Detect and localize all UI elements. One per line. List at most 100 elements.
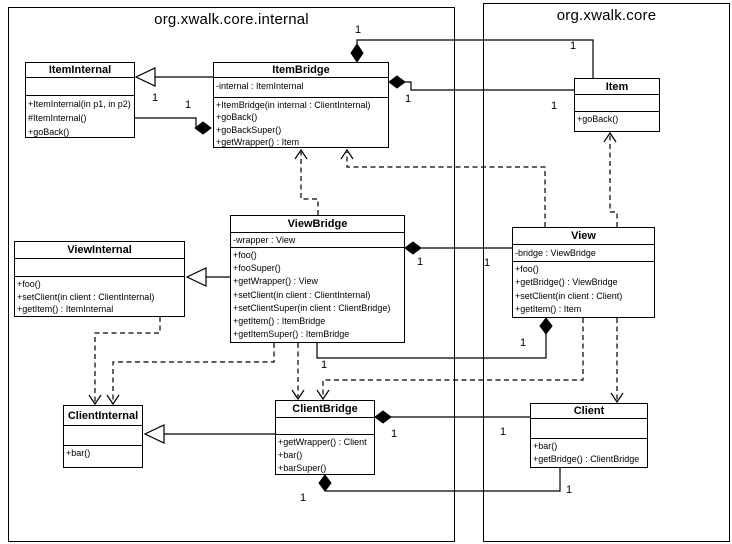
- class-name: ItemBridge: [214, 63, 388, 78]
- method: +foo(): [233, 250, 257, 260]
- methods-compartment: +goBack(): [575, 112, 659, 126]
- class-name: ItemInternal: [26, 63, 134, 78]
- methods-compartment: +bar() +getBridge() : ClientBridge: [531, 439, 647, 467]
- open-arrowhead: [291, 389, 305, 401]
- multiplicity-label: 1: [566, 484, 573, 496]
- attribute: -wrapper : View: [233, 235, 296, 245]
- composition-diamond: [374, 410, 392, 424]
- method: +bar(): [533, 441, 558, 451]
- generalization-itembridge-iteminternal: [134, 67, 213, 87]
- method: +ItemBridge(in internal : ClientInternal…: [216, 100, 371, 110]
- open-arrowhead: [610, 392, 624, 404]
- attributes-compartment: -internal : ItemInternal: [214, 78, 388, 98]
- multiplicity-label: 1: [405, 93, 412, 105]
- multiplicity-label: 1: [570, 40, 577, 52]
- class-box-client: Client +bar() +getBridge() : ClientBridg…: [530, 403, 648, 468]
- dependency-viewinternal-clientinternal: [88, 317, 161, 406]
- class-name: ViewBridge: [231, 216, 404, 233]
- attributes-compartment: -wrapper : View: [231, 233, 404, 248]
- method: +goBackSuper(): [216, 124, 282, 135]
- method: +getWrapper() : Client: [278, 437, 367, 447]
- multiplicity-label: 1: [321, 359, 328, 371]
- method: +bar(): [278, 449, 303, 460]
- method: +getItem() : Item: [515, 304, 582, 315]
- generalization-triangle: [143, 424, 165, 444]
- attributes-compartment: [531, 419, 647, 439]
- attributes-compartment: [575, 95, 659, 112]
- dependency-viewbridge-clientbridge: [291, 343, 305, 401]
- method: +getItem() : ItemBridge: [233, 316, 326, 327]
- method: +getBridge() : ClientBridge: [533, 454, 640, 465]
- package-org-xwalk-core: org.xwalk.core: [483, 3, 730, 542]
- multiplicity-label: 1: [152, 92, 159, 104]
- attribute: -bridge : ViewBridge: [515, 248, 596, 258]
- method: +getBridge() : ViewBridge: [515, 277, 618, 288]
- method: +ItemInternal(in p1, in p2): [28, 99, 131, 109]
- method: +getItem() : ItemInternal: [17, 304, 114, 315]
- association-clientbridge-client-bottom: [318, 468, 561, 492]
- dependency-view-itembridge: [340, 148, 546, 227]
- methods-compartment: +foo() +setClient(in client : ClientInte…: [15, 277, 184, 316]
- composition-diamond: [539, 317, 553, 335]
- association-iteminternal-itembridge: [135, 117, 212, 135]
- method: +barSuper(): [278, 462, 327, 473]
- method: +goBack(): [28, 127, 70, 137]
- class-box-view: View -bridge : ViewBridge +foo() +getBri…: [512, 227, 655, 318]
- methods-compartment: +foo() +getBridge() : ViewBridge +setCli…: [513, 262, 654, 317]
- dependency-viewbridge-itembridge: [294, 148, 319, 215]
- generalization-triangle: [134, 67, 156, 87]
- open-arrowhead: [340, 148, 354, 160]
- class-name: ClientBridge: [276, 401, 374, 418]
- class-box-iteminternal: ItemInternal +ItemInternal(in p1, in p2)…: [25, 62, 135, 138]
- package-org-xwalk-core-internal: org.xwalk.core.internal: [8, 7, 455, 542]
- dependency-view-client: [610, 318, 624, 404]
- composition-diamond: [388, 75, 406, 89]
- open-arrowhead: [316, 389, 330, 401]
- method: #ItemInternal(): [28, 113, 87, 123]
- multiplicity-label: 1: [417, 256, 424, 268]
- multiplicity-label: 1: [484, 257, 491, 269]
- class-box-item: Item +goBack(): [574, 78, 660, 132]
- attributes-compartment: [276, 418, 374, 435]
- method: +foo(): [515, 264, 539, 274]
- attributes-compartment: [15, 259, 184, 277]
- generalization-triangle: [185, 267, 207, 287]
- class-box-clientbridge: ClientBridge +getWrapper() : Client +bar…: [275, 400, 375, 475]
- composition-diamond: [350, 43, 364, 63]
- association-view-viewbridge: [316, 317, 553, 359]
- method: +foo(): [17, 279, 41, 289]
- method: +goBack(): [216, 112, 258, 123]
- class-box-viewbridge: ViewBridge -wrapper : View +foo() +fooSu…: [230, 215, 405, 343]
- multiplicity-label: 1: [551, 100, 558, 112]
- method: +bar(): [66, 448, 91, 458]
- multiplicity-label: 1: [355, 24, 362, 36]
- method: +setClient(in client : ClientInternal): [17, 291, 155, 302]
- open-arrowhead: [294, 148, 308, 160]
- attributes-compartment: [26, 78, 134, 96]
- class-name: Client: [531, 404, 647, 419]
- composition-diamond: [194, 121, 212, 135]
- class-name: ViewInternal: [15, 242, 184, 259]
- association-itembridge-item-side: [388, 75, 574, 91]
- method: +goBack(): [577, 114, 619, 124]
- class-box-itembridge: ItemBridge -internal : ItemInternal +Ite…: [213, 62, 389, 148]
- package-title: org.xwalk.core: [556, 7, 657, 24]
- generalization-viewbridge-viewinternal: [185, 267, 230, 287]
- multiplicity-label: 1: [300, 492, 307, 504]
- method: +fooSuper(): [233, 263, 281, 274]
- class-box-viewinternal: ViewInternal +foo() +setClient(in client…: [14, 241, 185, 317]
- dependency-viewbridge-clientinternal: [106, 343, 275, 406]
- method: +getItemSuper() : ItemBridge: [233, 329, 350, 340]
- attributes-compartment: -bridge : ViewBridge: [513, 245, 654, 262]
- methods-compartment: +foo() +fooSuper() +getWrapper() : View …: [231, 248, 404, 341]
- method: +getWrapper() : Item: [216, 137, 300, 148]
- class-name: View: [513, 228, 654, 245]
- multiplicity-label: 1: [520, 337, 527, 349]
- open-arrowhead: [88, 394, 102, 406]
- method: +setClient(in client : ClientInternal): [233, 289, 371, 300]
- multiplicity-label: 1: [185, 99, 192, 111]
- association-viewbridge-view: [404, 241, 512, 255]
- attribute: -internal : ItemInternal: [216, 81, 304, 91]
